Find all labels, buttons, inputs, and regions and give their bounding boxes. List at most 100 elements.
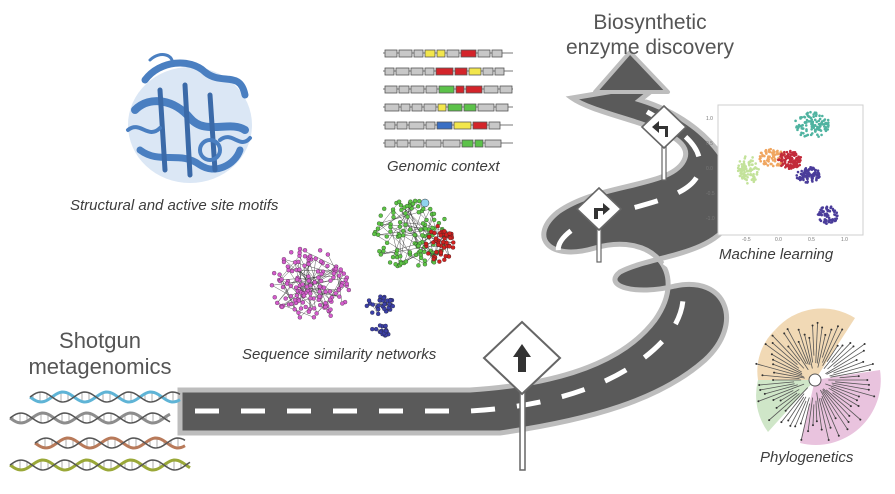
ssn-node	[303, 254, 307, 258]
gene-box	[438, 104, 446, 111]
ml-point	[789, 159, 792, 162]
gene-box	[483, 68, 493, 75]
ssn-node	[316, 269, 320, 273]
ssn-node	[284, 297, 288, 301]
ml-point	[815, 113, 818, 116]
ssn-node	[424, 242, 428, 246]
ssn-node	[442, 229, 446, 233]
tree-leaf	[849, 342, 851, 344]
gene-box	[412, 104, 422, 111]
gene-box	[425, 50, 435, 57]
tree-leaf	[783, 332, 785, 334]
ssn-node	[398, 234, 402, 238]
ssn-node	[295, 293, 299, 297]
tree-leaf	[824, 334, 826, 336]
ssn-node	[326, 252, 330, 256]
gene-box	[464, 104, 476, 111]
gene-box	[385, 86, 397, 93]
ssn-node	[436, 243, 440, 247]
shotgun-line-2: metagenomics	[10, 354, 190, 380]
ml-point	[763, 160, 766, 163]
ml-point	[800, 170, 803, 173]
ml-point	[760, 152, 763, 155]
ml-point	[741, 176, 744, 179]
ml-point	[797, 171, 800, 174]
tree-leaf	[798, 341, 800, 343]
ml-point	[825, 219, 828, 222]
ssn-node	[432, 212, 436, 216]
ml-point	[775, 153, 778, 156]
ml-point	[789, 155, 792, 158]
ml-point	[767, 160, 770, 163]
ssn-node	[322, 286, 326, 290]
ssn-node	[401, 229, 405, 233]
ml-point	[814, 118, 817, 121]
ssn-node	[316, 276, 320, 280]
tree-leaf	[794, 425, 796, 427]
label-machine-learning: Machine learning	[719, 246, 833, 263]
ssn-node	[417, 199, 421, 203]
ssn-node	[313, 280, 317, 284]
ml-y-tick: -1.0	[706, 216, 715, 222]
ssn-node	[423, 262, 427, 266]
ml-point	[772, 165, 775, 168]
title-line-2: enzyme discovery	[555, 35, 745, 60]
ssn-node	[289, 284, 293, 288]
ml-point	[807, 134, 810, 137]
ml-y-tick: 0.0	[706, 166, 713, 172]
tree-leaf	[765, 343, 767, 345]
tree-leaf	[873, 395, 875, 397]
ssn-node	[451, 246, 455, 250]
ml-y-tick: 1.0	[706, 116, 713, 122]
tree-leaf	[866, 379, 868, 381]
ml-point	[805, 113, 808, 116]
ssn-node	[395, 248, 399, 252]
ml-point	[809, 173, 812, 176]
ssn-node	[275, 301, 279, 305]
ssn-node	[422, 250, 426, 254]
ssn-node	[421, 221, 425, 225]
ml-point	[827, 119, 830, 122]
tree-leaf	[808, 337, 810, 339]
ssn-node	[416, 244, 420, 248]
ml-point	[754, 166, 757, 169]
ml-point	[817, 213, 820, 216]
ml-point	[769, 151, 772, 154]
ssn-node	[439, 251, 443, 255]
gene-box	[469, 68, 481, 75]
ssn-node	[367, 299, 371, 303]
tree-leaf	[858, 395, 860, 397]
gene-box	[485, 140, 501, 147]
ssn-node	[424, 227, 428, 231]
ssn-node	[399, 261, 403, 265]
ssn-node	[339, 268, 343, 272]
gene-box	[447, 50, 459, 57]
tree-leaf	[821, 326, 823, 328]
ssn-node	[376, 227, 380, 231]
ml-point	[792, 161, 795, 164]
ssn-node	[379, 214, 383, 218]
tree-leaf	[761, 374, 763, 376]
tree-leaf	[846, 428, 848, 430]
ml-point	[801, 177, 804, 180]
gene-box	[424, 104, 436, 111]
ml-point	[817, 169, 820, 172]
tree-leaf	[850, 405, 852, 407]
label-shotgun-metagenomics: Shotgun metagenomics	[10, 328, 190, 380]
ssn-node	[419, 256, 423, 260]
ml-x-tick: -0.5	[742, 237, 751, 243]
tree-leaf	[812, 324, 814, 326]
ml-point	[828, 221, 831, 224]
ml-point	[739, 160, 742, 163]
ssn-node	[382, 307, 386, 311]
ml-point	[820, 220, 823, 223]
ssn-node	[436, 224, 440, 228]
ssn-node	[334, 291, 338, 295]
tree-leaf	[841, 345, 843, 347]
ml-point	[790, 166, 793, 169]
gene-box	[410, 140, 424, 147]
ssn-node	[447, 254, 451, 258]
ssn-node	[312, 315, 316, 319]
gene-box	[484, 86, 498, 93]
ml-point	[802, 127, 805, 130]
